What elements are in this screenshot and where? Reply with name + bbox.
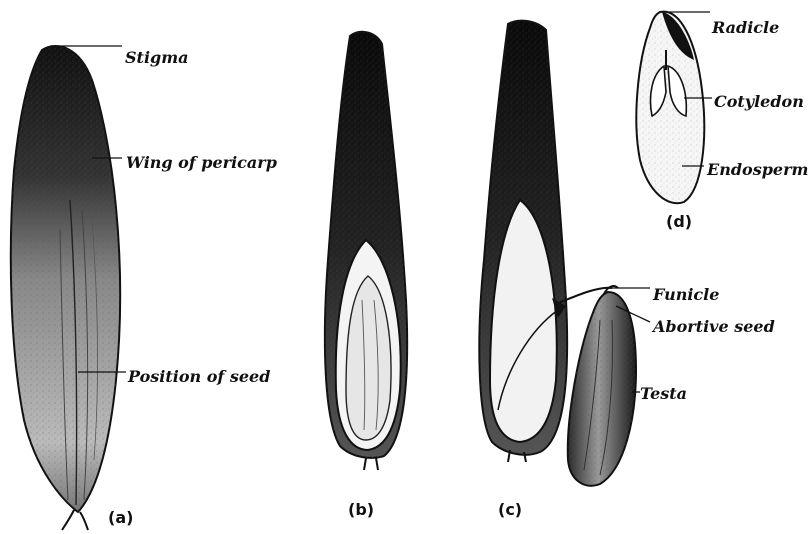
- label-stigma: Stigma: [125, 48, 189, 67]
- label-radicle: Radicle: [712, 18, 779, 37]
- label-position-of-seed: Position of seed: [128, 367, 270, 386]
- panel-label-c: (c): [498, 500, 522, 519]
- panel-label-a: (a): [108, 508, 133, 527]
- seed-section-d: [636, 12, 704, 204]
- panel-label-b: (b): [348, 500, 374, 519]
- fruit-b: [325, 32, 407, 470]
- label-endosperm: Endosperm: [707, 160, 808, 179]
- panel-label-d: (d): [666, 212, 692, 231]
- label-wing-of-pericarp: Wing of pericarp: [126, 153, 277, 172]
- seed-with-testa: [568, 286, 636, 486]
- label-cotyledon: Cotyledon: [714, 92, 804, 111]
- fruit-a: [11, 46, 120, 530]
- label-abortive-seed: Abortive seed: [653, 317, 775, 336]
- label-testa: Testa: [640, 384, 687, 403]
- label-funicle: Funicle: [653, 285, 719, 304]
